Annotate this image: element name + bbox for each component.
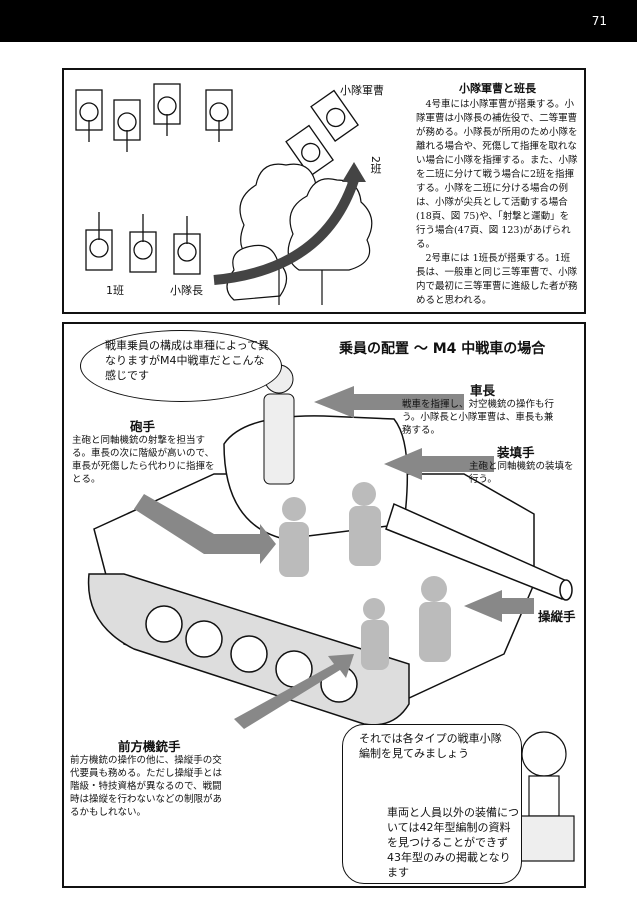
tank-icon: [153, 83, 181, 136]
tank-icon: [129, 214, 157, 273]
speech-bubble-bottom: それでは各タイプの戦車小隊編制を見てみましょう 車両と人員以外の装備については4…: [342, 724, 522, 884]
arrow-bow-gunner: [234, 654, 354, 729]
mini-character: [513, 731, 575, 862]
label-squad2: 2班: [369, 156, 382, 174]
gunner-figure: [282, 497, 306, 521]
role-loader-name: 装填手: [497, 445, 535, 460]
role-commander-name: 車長: [470, 383, 496, 398]
label-sergeant: 小隊軍曹: [340, 84, 384, 97]
platoon-panel: 小隊軍曹 2班 1班 小隊長 小隊軍曹と班長 4号車には小隊軍曹が搭乗する。小隊…: [62, 68, 586, 314]
bubble-bottom-line2: 車両と人員以外の装備については42年型編制の資料を見つけることができず43年型の…: [387, 806, 519, 879]
tank-icon: [85, 212, 113, 271]
role-gunner-name: 砲手: [130, 419, 156, 434]
tank-icon: [173, 216, 201, 275]
page-header-bar: 71: [0, 0, 637, 42]
crew-panel: 乗員の配置 ～ M4 中戦車の場合 戦車乗員の構成は車種によって異なりますがM4…: [62, 322, 586, 888]
tank-icon: [113, 99, 141, 152]
driver-figure: [421, 576, 447, 602]
paragraph: 4号車には小隊軍曹が搭乗する。小隊軍曹は小隊長の補佐役で、二等軍曹が務める。小隊…: [416, 99, 578, 250]
role-gunner-desc: 主砲と同軸機銃の射撃を担当する。車長の次に階級が高いので、車長が死傷したら代わり…: [72, 435, 215, 485]
tank-icon: [75, 89, 103, 142]
role-bow-gunner-desc: 前方機銃の操作の他に、操縦手の交代要員も務める。ただし操縦手とは階級・特技資格が…: [70, 755, 223, 818]
bow-gunner-figure: [363, 598, 385, 620]
platoon-formation-illustration: [75, 83, 373, 305]
role-loader-desc: 主砲と同軸機銃の装填を行う。: [469, 461, 574, 485]
arrow-driver: [464, 590, 534, 622]
main-gun: [385, 502, 570, 600]
role-commander-desc: 戦車を指揮し、対空機銃の操作も行う。小隊長と小隊軍曹は、車長も兼務する。: [402, 399, 555, 436]
paragraph: 2号車には 1班長が搭乗する。1班長は、一般車と同じ三等軍曹で、小隊内で最初に三…: [416, 253, 578, 306]
label-leader: 小隊長: [170, 284, 203, 297]
page-number: 71: [591, 14, 607, 28]
arrow-loader: [384, 448, 494, 480]
tank-icon: [285, 124, 334, 177]
loader-figure: [352, 482, 376, 506]
bubble-bottom-line1: それでは各タイプの戦車小隊編制を見てみましょう: [359, 732, 502, 760]
movement-arrow: [213, 178, 359, 285]
arrow-gunner: [134, 494, 276, 564]
role-bow-gunner-name: 前方機銃手: [118, 739, 181, 754]
m4-tank-illustration: [87, 364, 575, 862]
crew-title: 乗員の配置 ～ M4 中戦車の場合: [339, 341, 546, 357]
role-driver-name: 操縦手: [538, 609, 576, 624]
section-body: 4号車には小隊軍曹が搭乗する。小隊軍曹は小隊長の補佐役で、二等軍曹が務める。小隊…: [416, 98, 578, 308]
bubble-top-text: 戦車乗員の構成は車種によって異なりますがM4中戦車だとこんな感じです: [105, 339, 270, 382]
label-squad1: 1班: [106, 284, 124, 297]
tank-icon: [310, 89, 359, 142]
section-title: 小隊軍曹と班長: [459, 82, 536, 95]
speech-bubble-top: 戦車乗員の構成は車種によって異なりますがM4中戦車だとこんな感じです: [80, 330, 282, 402]
tank-icon: [205, 89, 233, 142]
arrow-commander: [314, 386, 464, 418]
